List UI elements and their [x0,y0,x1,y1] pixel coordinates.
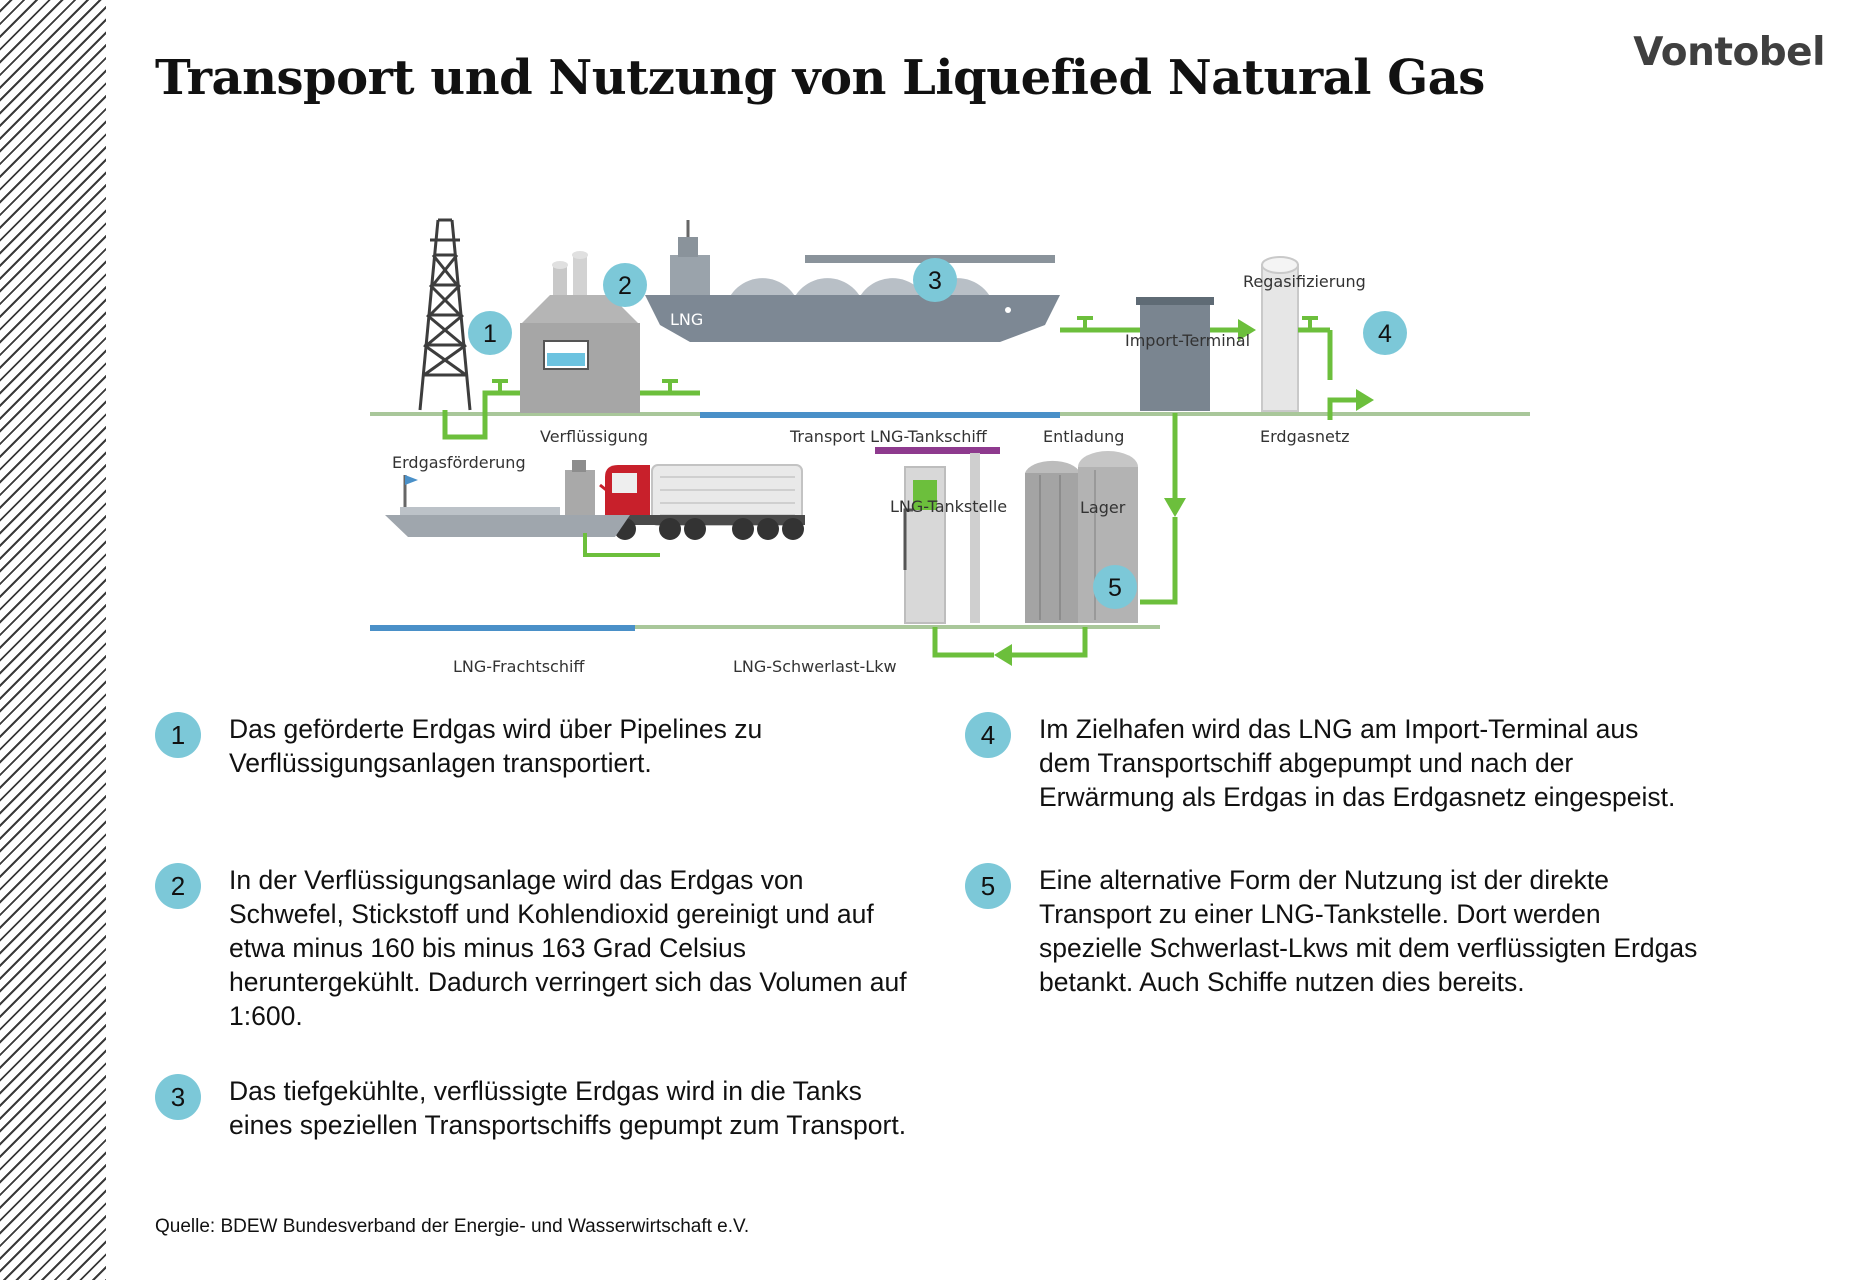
svg-text:5: 5 [1108,574,1122,602]
legend-text: Das tiefgekühlte, verflüssigte Erdgas wi… [229,1076,907,1140]
label-import-terminal: Import-Terminal [1125,331,1250,350]
lng-process-diagram: LNG [370,218,1530,676]
page-title: Transport und Nutzung von Liquefied Natu… [155,50,1485,106]
ground-top [370,412,1530,418]
marker-2: 2 [603,263,647,307]
label-erdgasfoerderung: Erdgasförderung [392,453,526,472]
ship-hull-label: LNG [670,310,703,329]
legend-number-badge: 3 [155,1074,201,1120]
grid-arrow [1327,389,1374,420]
hatched-side-strip [0,0,106,1280]
legend-text: Eine alternative Form der Nutzung ist de… [1039,865,1698,997]
derrick-icon [418,218,472,411]
legend-number-badge: 4 [965,712,1011,758]
legend-text: In der Verflüssigungsanlage wird das Erd… [229,865,907,1031]
legend-item-3: 3 Das tiefgekühlte, verflüssigte Erdgas … [155,1074,906,1142]
valve-icon [1077,316,1093,330]
pipeline-to-station [932,627,1088,666]
legend-item-1: 1 Das geförderte Erdgas wird über Pipeli… [155,712,762,780]
legend-item-5: 5 Eine alternative Form der Nutzung ist … [965,863,1697,999]
arrow-to-regasification [1210,319,1256,341]
pipeline-1 [442,390,520,440]
pipeline-ship-to-truck [583,533,660,557]
regasification-tank-icon [1261,256,1299,412]
legend-item-4: 4 Im Zielhafen wird das LNG am Import-Te… [965,712,1675,814]
valve-icon [1302,316,1318,330]
svg-text:1: 1 [483,320,497,348]
ground-bottom [370,625,1160,631]
marker-5: 5 [1093,565,1137,609]
valve-icon [662,379,678,393]
legend-number-badge: 2 [155,863,201,909]
import-terminal-icon [1136,297,1214,411]
label-erdgasnetz: Erdgasnetz [1260,427,1350,446]
lng-cargo-ship-icon [385,460,630,537]
legend-number-badge: 1 [155,712,201,758]
label-lkw: LNG-Schwerlast-Lkw [733,657,897,676]
marker-4: 4 [1363,311,1407,355]
svg-text:2: 2 [618,272,632,300]
fuel-station-icon [875,447,1000,624]
marker-1: 1 [468,311,512,355]
legend-number-badge: 5 [965,863,1011,909]
legend-text: Das geförderte Erdgas wird über Pipeline… [229,714,763,778]
svg-text:4: 4 [1378,320,1392,348]
valve-icon [492,379,508,393]
lng-truck-icon [605,464,805,540]
label-tankstelle: LNG-Tankstelle [890,497,1007,516]
legend-item-2: 2 In der Verflüssigungsanlage wird das E… [155,863,907,1033]
label-lager: Lager [1080,498,1126,517]
label-entladung: Entladung [1043,427,1124,446]
pipeline-to-grid [1298,327,1333,380]
label-regasifizierung: Regasifizierung [1243,272,1366,291]
lng-tanker-icon [645,220,1060,342]
legend-text: Im Zielhafen wird das LNG am Import-Term… [1039,714,1676,812]
label-verfluessigung: Verflüssigung [540,427,648,446]
pipeline-to-storage [1140,413,1186,605]
marker-3: 3 [913,258,957,302]
label-transport: Transport LNG-Tankschiff [789,427,988,446]
source-note: Quelle: BDEW Bundesverband der Energie- … [155,1216,750,1237]
brand-logo: Vontobel [1633,30,1825,75]
label-frachtschiff: LNG-Frachtschiff [453,657,585,676]
svg-text:3: 3 [928,267,942,295]
liquefaction-plant-icon [520,251,640,413]
